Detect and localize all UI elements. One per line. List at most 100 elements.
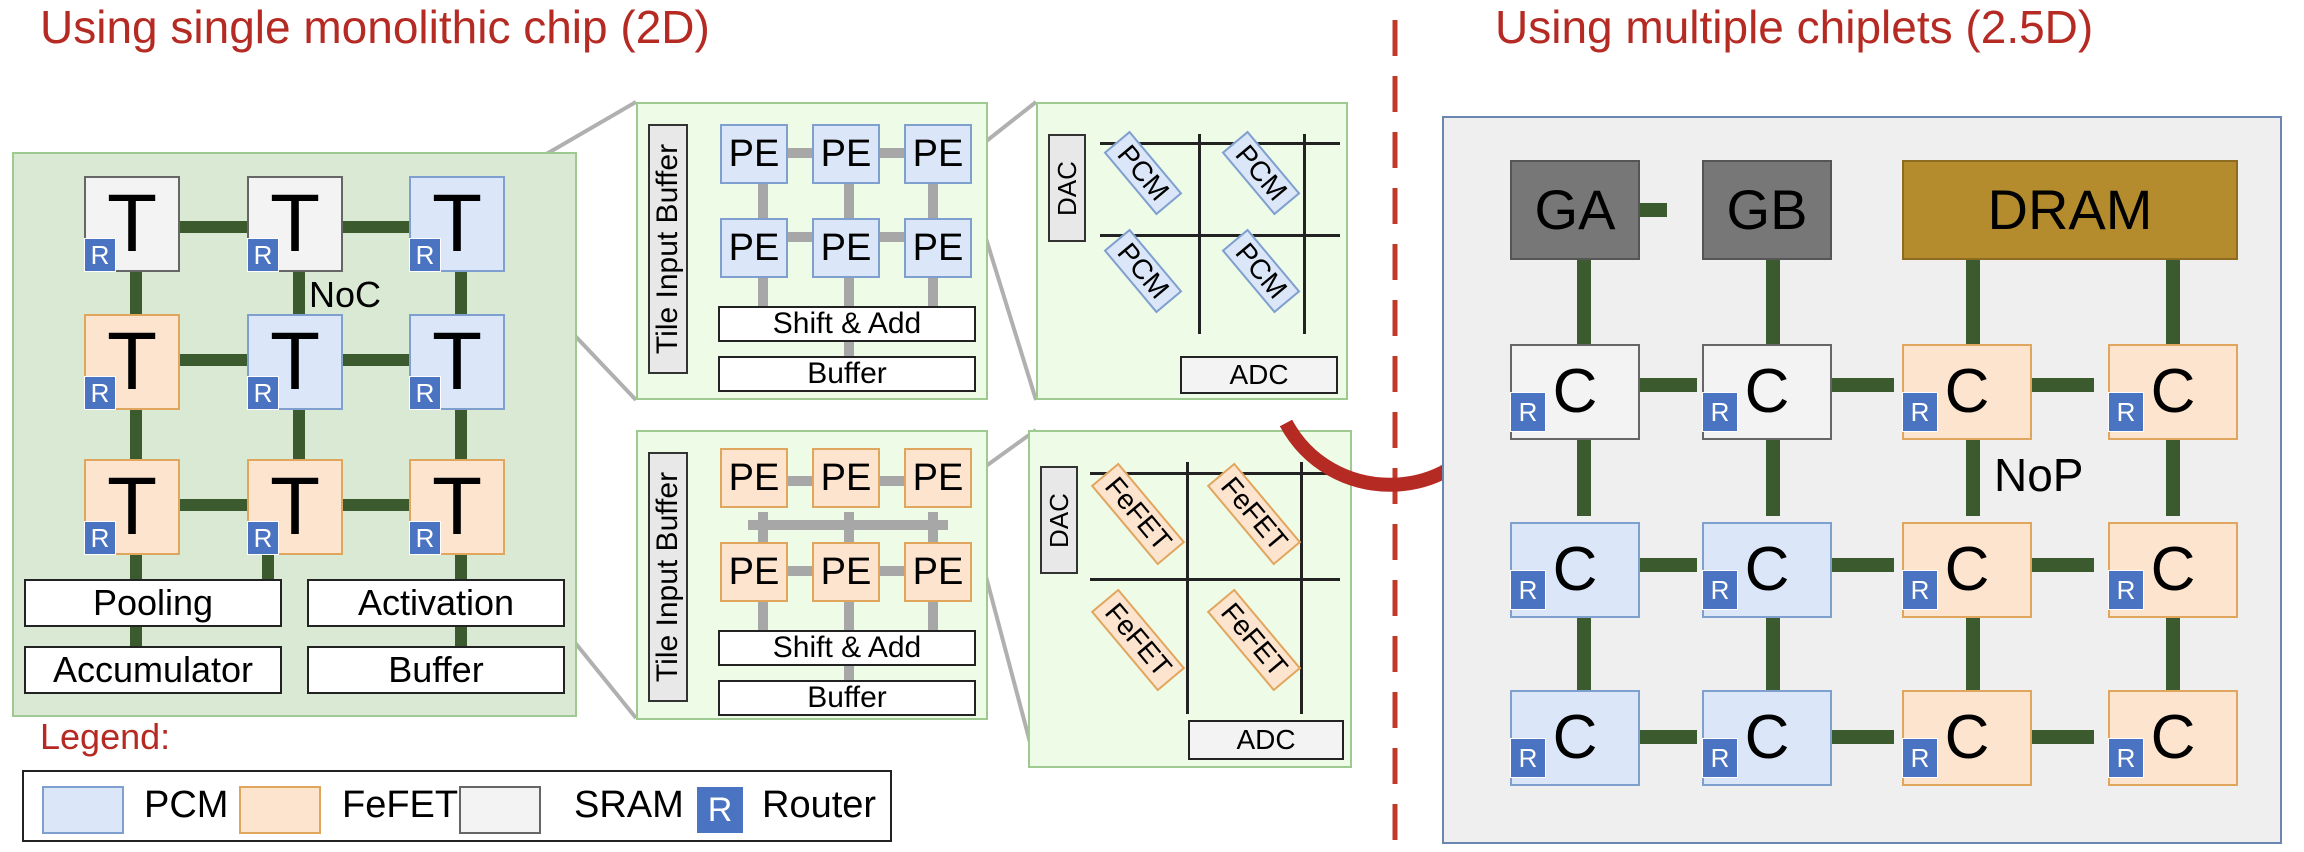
noc-link — [179, 499, 261, 511]
router-icon: R — [1702, 392, 1738, 432]
chiplet-letter: C — [1744, 535, 1790, 604]
router-icon: R — [409, 238, 441, 272]
chiplet-letter: C — [1944, 703, 1990, 772]
noc-link — [179, 354, 261, 366]
router-icon: R — [84, 238, 116, 272]
shift-add-unit: Shift & Add — [718, 630, 976, 666]
router-icon: R — [2108, 570, 2144, 610]
legend-pcm-swatch — [42, 786, 124, 834]
tile-buffer: Buffer — [718, 356, 976, 392]
chiplet-letter: C — [1552, 535, 1598, 604]
pe-pcm: PE — [812, 218, 880, 278]
chiplet-letter: C — [1744, 703, 1790, 772]
noc-link — [130, 267, 142, 327]
pe-fefet: PE — [812, 448, 880, 508]
noc-link — [341, 221, 423, 233]
pe-pcm: PE — [720, 124, 788, 184]
legend-title: Legend: — [40, 716, 171, 757]
gb-block: GB — [1702, 160, 1832, 260]
router-icon: R — [2108, 738, 2144, 778]
chiplet-letter: C — [1552, 703, 1598, 772]
noc-link — [293, 409, 305, 469]
pe-pcm: PE — [720, 218, 788, 278]
ga-block: GA — [1510, 160, 1640, 260]
chiplet-letter: C — [1744, 357, 1790, 426]
router-icon: R — [409, 521, 441, 555]
dram-block: DRAM — [1902, 160, 2238, 260]
left-title: Using single monolithic chip (2D) — [40, 1, 710, 53]
noc-link — [341, 499, 423, 511]
pe-fefet: PE — [720, 448, 788, 508]
router-icon: R — [1902, 570, 1938, 610]
pcm-tile-detail: Tile Input Buffer PE PE PE PE PE PE Shif… — [636, 102, 988, 400]
router-icon: R — [84, 376, 116, 410]
legend-fefet-swatch — [239, 786, 321, 834]
tile-input-buffer: Tile Input Buffer — [648, 452, 688, 702]
pooling-unit: Pooling — [24, 579, 282, 627]
activation-unit: Activation — [307, 579, 565, 627]
buffer-unit: Buffer — [307, 646, 565, 694]
router-icon: R — [247, 238, 279, 272]
fefet-device: FeFET — [1090, 588, 1186, 692]
section-divider — [1392, 20, 1398, 852]
legend-sram-label: SRAM — [574, 784, 684, 826]
pe-fefet: PE — [812, 542, 880, 602]
dac-block: DAC — [1048, 134, 1086, 242]
legend-fefet-label: FeFET — [342, 784, 459, 826]
fefet-device: FeFET — [1206, 588, 1302, 692]
router-icon: R — [84, 521, 116, 555]
router-icon: R — [1702, 738, 1738, 778]
chiplet-letter: C — [1552, 357, 1598, 426]
legend-sram-swatch — [459, 786, 541, 834]
router-icon: R — [1510, 570, 1546, 610]
pe-fefet: PE — [720, 542, 788, 602]
accumulator-unit: Accumulator — [24, 646, 282, 694]
pe-fefet: PE — [904, 448, 972, 508]
noc-link — [455, 267, 467, 327]
fefet-device: FeFET — [1090, 462, 1186, 566]
fefet-crossbar: DAC FeFET FeFET FeFET FeFET ADC — [1028, 430, 1352, 768]
pe-fefet: PE — [904, 542, 972, 602]
router-icon: R — [1510, 392, 1546, 432]
pe-pcm: PE — [904, 218, 972, 278]
noc-label: NoC — [309, 274, 382, 315]
shift-add-unit: Shift & Add — [718, 306, 976, 342]
router-icon: R — [409, 376, 441, 410]
chiplet-letter: C — [2150, 703, 2196, 772]
pe-pcm: PE — [904, 124, 972, 184]
noc-link — [293, 267, 305, 327]
pcm-crossbar: DAC PCM PCM PCM PCM ADC — [1036, 102, 1348, 400]
fefet-tile-detail: Tile Input Buffer PE PE PE PE PE PE Shif… — [636, 430, 988, 720]
chiplet-letter: C — [1944, 357, 1990, 426]
router-icon: R — [247, 521, 279, 555]
router-icon: R — [1510, 738, 1546, 778]
pcm-device: PCM — [1221, 228, 1301, 314]
nop-label: NoP — [1994, 449, 2084, 501]
noc-link — [130, 409, 142, 469]
tile-buffer: Buffer — [718, 680, 976, 716]
pcm-device: PCM — [1103, 228, 1183, 314]
router-icon: R — [247, 376, 279, 410]
noc-link — [262, 549, 274, 579]
chiplet-letter: C — [2150, 535, 2196, 604]
noc-link — [179, 221, 261, 233]
